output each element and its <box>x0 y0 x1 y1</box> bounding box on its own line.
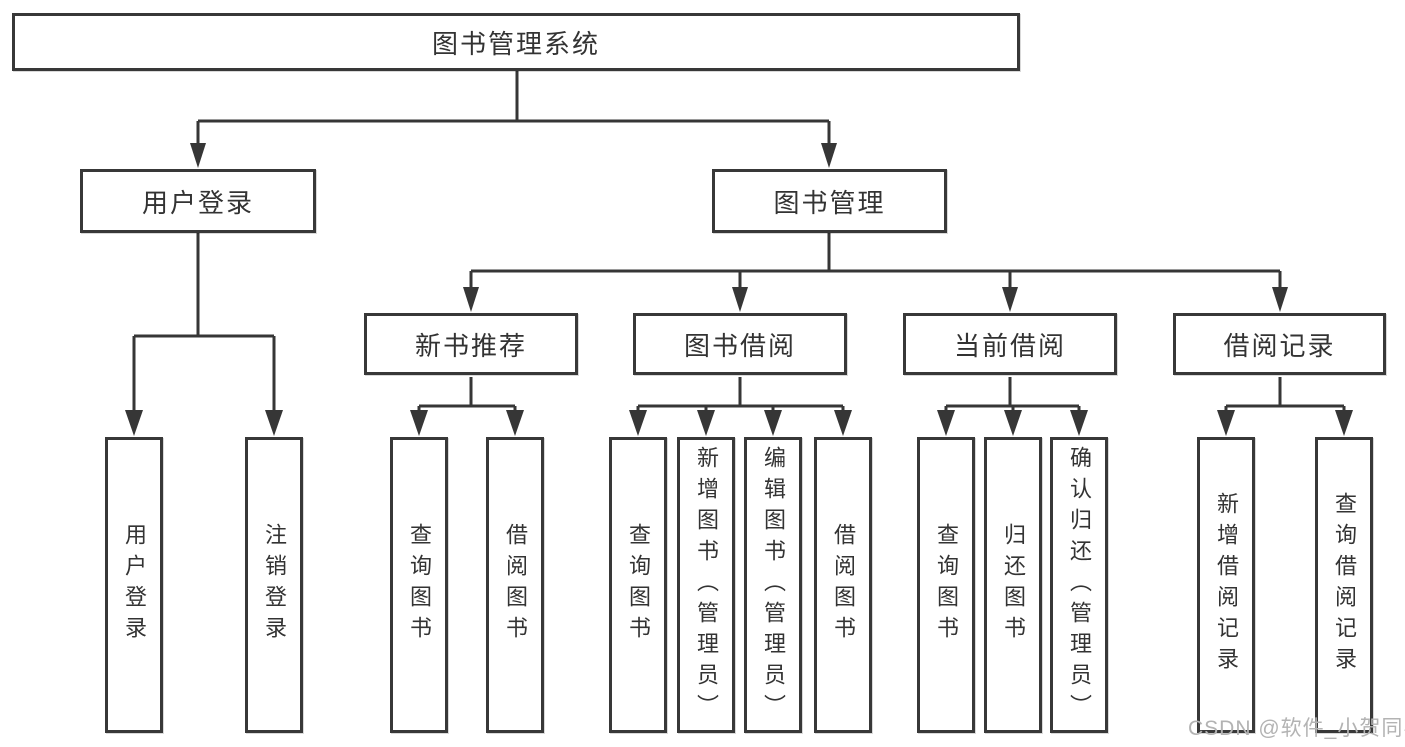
node-book-borrowing: 图书借阅 <box>633 313 847 375</box>
leaf-add-borrow-record-label: 新增借阅记录 <box>1214 492 1239 678</box>
leaf-borrow-books-recommend: 借阅图书 <box>486 437 544 733</box>
leaf-query-books-current: 查询图书 <box>917 437 975 733</box>
node-borrowing-records: 借阅记录 <box>1173 313 1386 375</box>
leaf-user-login-label: 用户登录 <box>122 523 147 647</box>
leaf-return-books-label: 归还图书 <box>1001 523 1026 647</box>
leaf-logout-label: 注销登录 <box>262 523 287 647</box>
csdn-watermark: CSDN @软件_小贺同学 <box>1188 717 1405 740</box>
leaf-query-borrow-record: 查询借阅记录 <box>1315 437 1373 733</box>
leaf-query-books-current-label: 查询图书 <box>934 523 959 647</box>
leaf-add-books-admin: 新增图书（管理员） <box>677 437 735 733</box>
leaf-logout: 注销登录 <box>245 437 303 733</box>
leaf-confirm-return-admin: 确认归还（管理员） <box>1050 437 1108 733</box>
edge-current-borrowing-to-leaves <box>944 377 1081 411</box>
edge-borrowing-records-to-leaves <box>1224 377 1346 411</box>
arrowheads <box>125 143 1353 436</box>
edge-root-to-level2 <box>196 71 831 146</box>
edge-book-borrowing-to-leaves <box>636 377 845 411</box>
leaf-add-borrow-record: 新增借阅记录 <box>1197 437 1255 733</box>
leaf-borrow-books: 借阅图书 <box>814 437 872 733</box>
leaf-query-books-recommend: 查询图书 <box>390 437 448 733</box>
node-book-management: 图书管理 <box>712 169 947 233</box>
root-node-library-management-system: 图书管理系统 <box>12 13 1020 71</box>
leaf-query-books-borrowing: 查询图书 <box>609 437 667 733</box>
leaf-query-borrow-record-label: 查询借阅记录 <box>1332 492 1357 678</box>
edge-book-management-to-groups <box>469 233 1282 289</box>
node-user-login: 用户登录 <box>80 169 316 233</box>
leaf-edit-books-admin-label: 编辑图书（管理员） <box>761 445 786 725</box>
leaf-borrow-books-label: 借阅图书 <box>831 523 856 647</box>
node-new-book-recommendation: 新书推荐 <box>364 313 578 375</box>
leaf-borrow-books-recommend-label: 借阅图书 <box>503 523 528 647</box>
leaf-query-books-recommend-label: 查询图书 <box>407 523 432 647</box>
node-current-borrowing: 当前借阅 <box>903 313 1117 375</box>
leaf-add-books-admin-label: 新增图书（管理员） <box>694 445 719 725</box>
edge-new-book-recommendation-to-leaves <box>417 377 517 411</box>
leaf-user-login: 用户登录 <box>105 437 163 733</box>
leaf-edit-books-admin: 编辑图书（管理员） <box>744 437 802 733</box>
leaf-query-books-borrowing-label: 查询图书 <box>626 523 651 647</box>
leaf-return-books: 归还图书 <box>984 437 1042 733</box>
edge-user-login-to-leaves <box>132 233 276 412</box>
leaf-confirm-return-admin-label: 确认归还（管理员） <box>1067 445 1092 725</box>
